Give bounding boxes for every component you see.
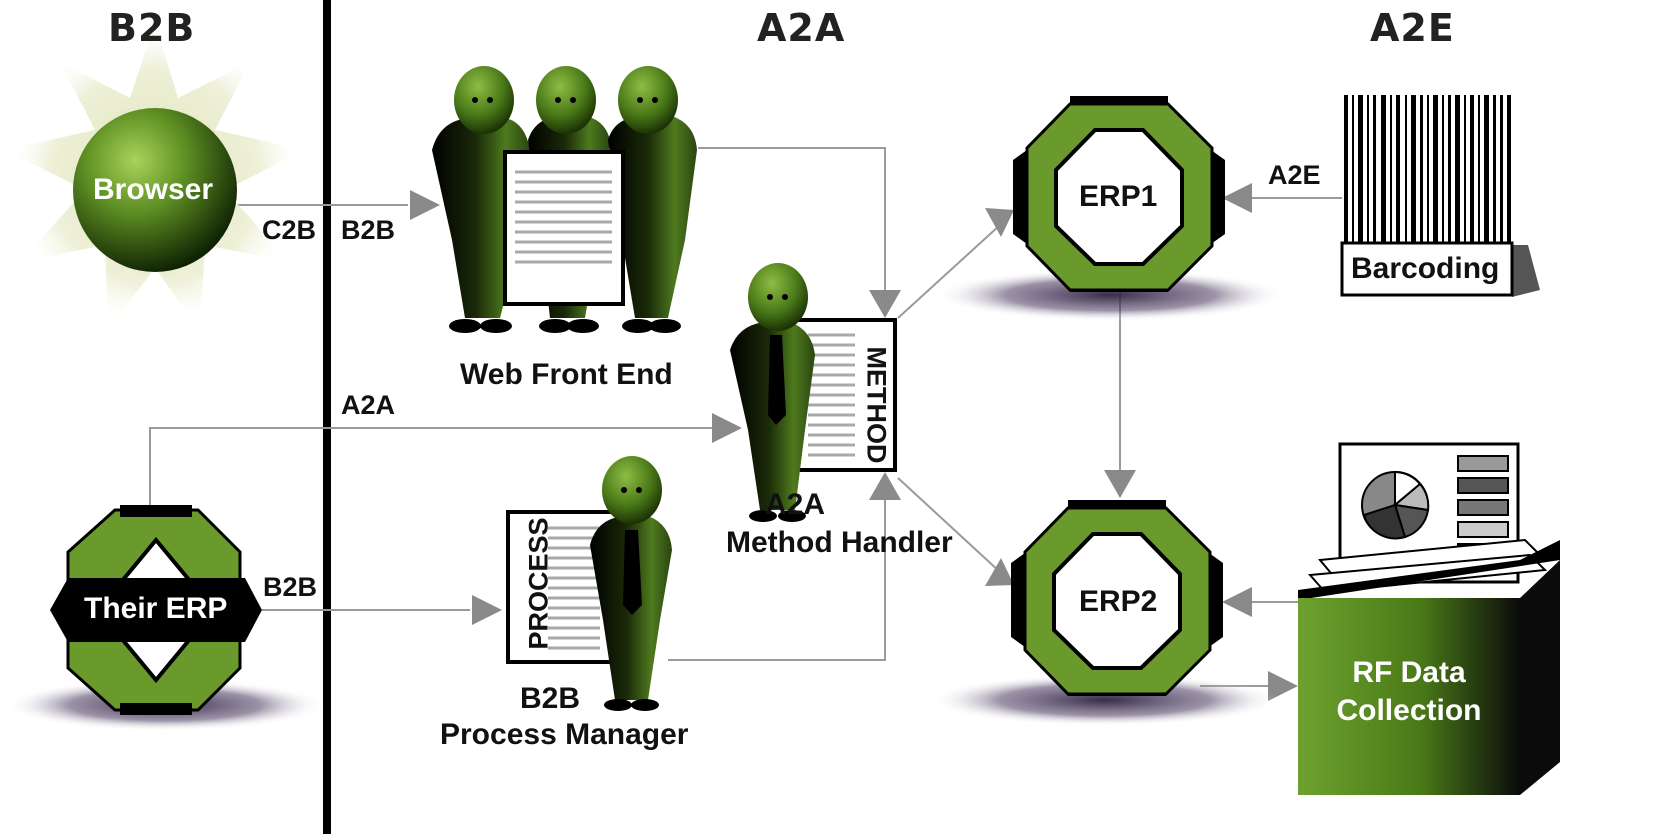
arrowhead-rf	[1268, 671, 1298, 701]
rf-data-node	[1298, 442, 1560, 795]
arrowhead-erp1	[985, 208, 1014, 237]
rf-label-line1: RF Data	[1352, 656, 1466, 689]
edge-label-b2b-web: B2B	[341, 215, 396, 245]
edge-web-method	[698, 147, 886, 290]
their-erp-label: Their ERP	[84, 592, 228, 625]
figure-right-head	[618, 66, 678, 134]
arrowhead-method-left	[712, 413, 742, 443]
barcoding-label: Barcoding	[1351, 252, 1500, 285]
web-front-end-label: Web Front End	[460, 358, 673, 391]
their-erp-node	[5, 505, 325, 731]
b2b-divider-line	[323, 0, 331, 834]
erp2-node	[930, 500, 1280, 726]
browser-node	[5, 22, 305, 330]
method-document-lines	[808, 333, 855, 457]
rf-box-side	[1520, 560, 1560, 795]
browser-label: Browser	[93, 173, 214, 206]
arrowhead-web	[410, 190, 440, 220]
web-front-end-figures	[432, 66, 697, 333]
edge-label-a2e: A2E	[1268, 160, 1321, 190]
rf-legend-bars	[1457, 455, 1509, 560]
rf-box-top	[1298, 540, 1560, 600]
header-b2b: B2B	[108, 6, 196, 50]
web-document	[503, 150, 625, 306]
process-document-lines	[548, 526, 600, 650]
erp2-inner	[1052, 532, 1182, 670]
process-manager-label-line2: Process Manager	[440, 718, 689, 751]
arrowheads	[410, 183, 1298, 701]
figure-left-head	[454, 66, 514, 134]
erp2-label: ERP2	[1079, 585, 1158, 618]
header-a2a: A2A	[757, 6, 846, 50]
arrowhead-erp2-right	[1222, 587, 1252, 617]
edge-label-a2a: A2A	[341, 390, 396, 420]
barcoding-node	[1340, 95, 1540, 297]
barcode-shadow	[1510, 245, 1540, 297]
rf-pie-chart	[1361, 470, 1430, 540]
process-manager-label-line1: B2B	[519, 682, 580, 715]
erp2-shadow	[930, 674, 1280, 726]
edge-label-c2b: C2B	[262, 215, 317, 245]
arrowhead-method-bottom	[869, 472, 901, 500]
arrowhead-erp2	[985, 558, 1014, 586]
method-figure-head	[748, 263, 808, 331]
rf-box-front	[1298, 598, 1520, 795]
header-a2e: A2E	[1370, 6, 1455, 50]
method-figure-tie	[768, 335, 786, 425]
rf-label-line2: Collection	[1336, 694, 1482, 727]
method-doc-label: METHOD	[861, 346, 892, 464]
arrowhead-erp2-top	[1104, 470, 1136, 498]
edge-method-erp2	[897, 477, 1001, 573]
edge-label-b2b-their: B2B	[263, 572, 318, 602]
process-figure-head	[602, 456, 662, 524]
erp1-node	[935, 96, 1285, 321]
process-figure-tie	[623, 530, 642, 615]
figure-middle-head	[536, 66, 596, 134]
barcode-stripes	[1344, 95, 1511, 245]
erp1-label: ERP1	[1079, 180, 1158, 213]
method-handler-label-line2: Method Handler	[726, 526, 953, 559]
process-manager-node	[506, 456, 672, 711]
method-handler-label-line1: A2A	[764, 488, 825, 521]
figure-right-body	[608, 116, 697, 318]
edge-their-method	[149, 427, 712, 505]
method-handler-node	[730, 263, 897, 522]
arrowhead-process	[472, 595, 502, 625]
erp1-shadow	[935, 269, 1285, 321]
edge-process-method	[668, 500, 886, 661]
process-doc-label: PROCESS	[523, 517, 554, 650]
web-document-lines	[515, 170, 612, 264]
connectors	[149, 147, 1342, 687]
edge-method-erp1	[897, 224, 1001, 319]
arrowhead-erp1-right	[1222, 183, 1252, 213]
browser-ball	[73, 108, 237, 272]
arrowhead-method-top	[869, 290, 901, 318]
erp1-inner	[1054, 128, 1184, 266]
their-erp-cap-top	[120, 505, 192, 517]
their-erp-band	[50, 578, 262, 642]
their-erp-cap-bottom	[120, 703, 192, 715]
barcode-label-box	[1340, 241, 1514, 297]
